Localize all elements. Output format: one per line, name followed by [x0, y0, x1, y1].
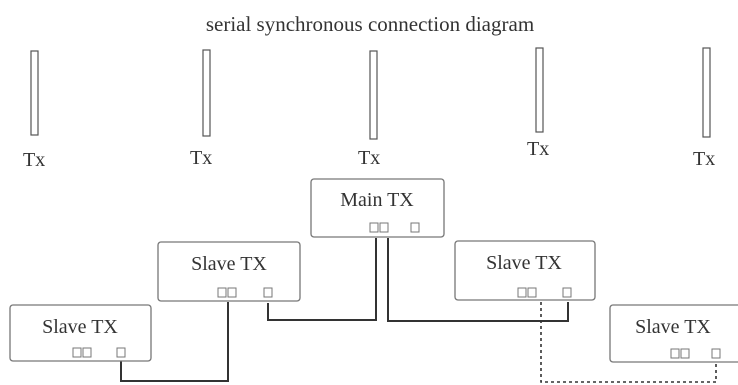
port-icon [72, 347, 82, 358]
antenna-group-4: Tx [527, 47, 549, 160]
port-icon [116, 347, 126, 358]
antenna-label: Tx [693, 148, 715, 170]
port-icon [263, 287, 273, 298]
antenna-bar [535, 47, 544, 133]
antenna-bar [202, 49, 211, 137]
port-icon [369, 222, 379, 233]
port-icon [680, 348, 690, 359]
cable-main-to-slave-center-left [267, 238, 377, 321]
port-icon [410, 222, 420, 233]
device-label: Slave TX [486, 252, 562, 274]
antenna-label: Tx [23, 149, 45, 171]
antenna-label: Tx [190, 147, 212, 169]
cable-main-to-slave-center-right [387, 238, 569, 322]
port-icon [227, 287, 237, 298]
device-label: Slave TX [191, 253, 267, 275]
device-box [157, 241, 301, 302]
slave-tx-unit-far-right: Slave TX [609, 304, 738, 363]
antenna-label: Tx [527, 138, 549, 160]
device-box [9, 304, 152, 362]
antenna-label: Tx [358, 147, 380, 169]
device-label: Main TX [340, 189, 414, 211]
cable-slave-center-right-to-far-right [540, 302, 717, 383]
antenna-bar [369, 50, 378, 140]
cables [120, 238, 717, 383]
device-box [454, 240, 596, 301]
cable-slave-center-left-to-far-left [120, 302, 229, 382]
antenna-bar [30, 50, 39, 136]
port-icon [711, 348, 721, 359]
port-icon [217, 287, 227, 298]
port-icon [82, 347, 92, 358]
slave-tx-unit-far-left: Slave TX [9, 304, 152, 362]
antenna-group-1: Tx [23, 50, 45, 171]
device-label: Slave TX [635, 316, 711, 338]
slave-tx-unit-center-left: Slave TX [157, 241, 301, 302]
port-icon [517, 287, 527, 298]
main-tx-unit: Main TX [310, 178, 445, 238]
antenna-bar [702, 47, 711, 138]
port-icon [562, 287, 572, 298]
port-icon [527, 287, 537, 298]
device-box [609, 304, 738, 363]
antenna-group-5: Tx [693, 47, 715, 170]
antenna-group-2: Tx [190, 49, 212, 169]
diagram-title: serial synchronous connection diagram [206, 12, 534, 36]
device-label: Slave TX [42, 316, 118, 338]
slave-tx-unit-center-right: Slave TX [454, 240, 596, 301]
antenna-group-3: Tx [358, 50, 380, 169]
port-icon [670, 348, 680, 359]
port-icon [379, 222, 389, 233]
